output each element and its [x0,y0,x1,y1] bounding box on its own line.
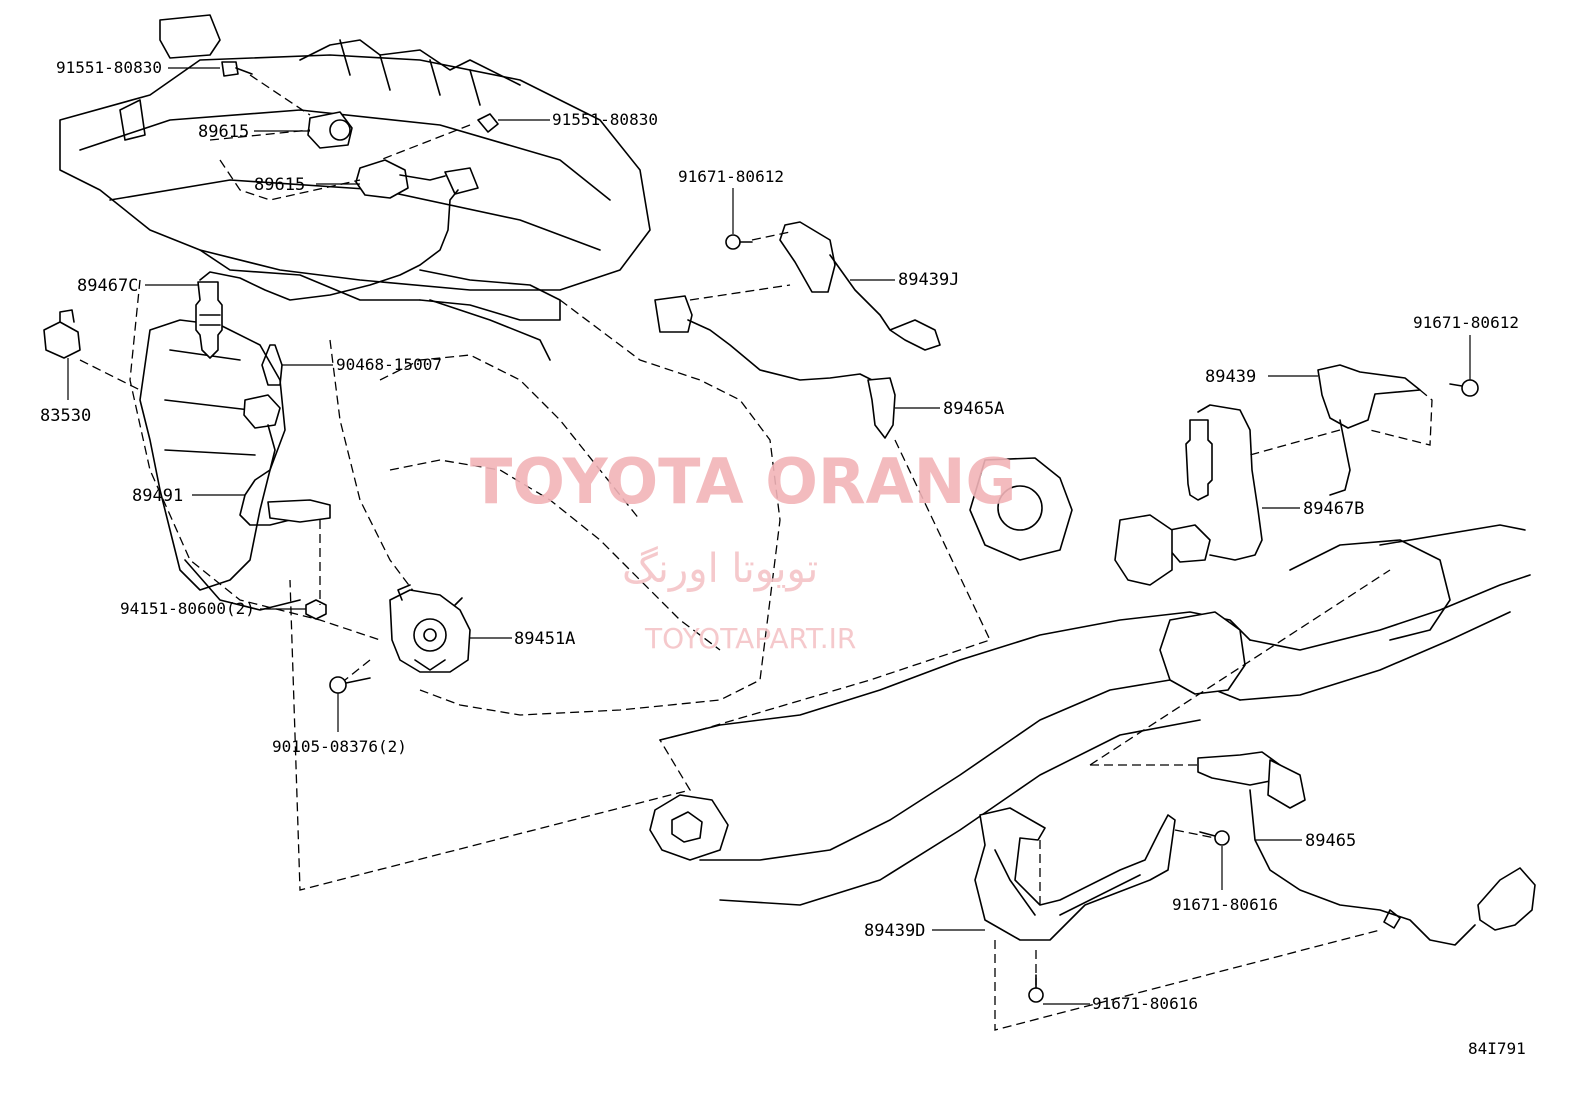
part-label-89465: 89465 [1305,831,1356,851]
part-label-83530: 83530 [40,406,91,426]
knock-sensor-89615-upper [307,111,353,149]
part-label-89439: 89439 [1205,367,1256,387]
diagram-code: 84I791 [1468,1039,1526,1058]
watermark-url: TOYOTAPART.IR [644,622,856,655]
part-label-90105-08376: 90105-08376(2) [272,737,407,756]
bracket-89439 [1317,364,1421,496]
engine-assembly-drawing [59,14,781,716]
part-label-91671-80616-upper: 91671-80616 [1172,895,1278,914]
oil-pressure-switch-83530 [43,309,81,359]
part-label-89439J: 89439J [898,270,959,290]
watermark: TOYOTA ORANG تویوتا اورنگ TOYOTAPART.IR [470,445,1016,655]
exhaust-flange-right [969,457,1173,586]
part-label-89491: 89491 [132,486,183,506]
part-label-91671-80616-lower: 91671-80616 [1092,994,1198,1013]
bracket-89439D [974,807,1176,941]
part-label-89615-upper: 89615 [198,122,249,142]
part-label-94151-80600: 94151-80600(2) [120,599,255,618]
neutral-start-switch-89451A [389,584,471,673]
part-label-89465A: 89465A [943,399,1004,419]
part-label-89439D: 89439D [864,921,925,941]
bolt-91671-80616-upper [1199,830,1230,846]
bolt-91551-80830-right [477,113,499,133]
part-label-89467C: 89467C [77,276,138,296]
alignment-lines [79,74,1433,1031]
knock-sensor-89615-lower [355,159,446,199]
exhaust-pipe [649,524,1531,906]
part-label-91671-80612-upper: 91671-80612 [678,167,784,186]
oxygen-sensor-89465 [1197,751,1536,946]
part-label-89615-lower: 89615 [254,175,305,195]
connector-engine-harness [199,167,479,301]
bolt-91551-80830-upper [221,61,253,77]
watermark-brand-fa: تویوتا اورنگ [622,546,818,592]
part-label-89451A: 89451A [514,629,575,649]
oxygen-sensor-89467C [195,281,223,359]
clamp-90468-15007 [261,344,283,386]
part-label-91551-80830-upper: 91551-80830 [56,58,162,77]
part-label-89467B: 89467B [1303,499,1364,519]
bolt-91671-80612-right [1449,379,1479,397]
bolt-91671-80612-upper [725,234,753,250]
nut-94151-80600 [305,599,327,620]
leader-lines [67,67,1471,1005]
part-label-91671-80612-right: 91671-80612 [1413,313,1519,332]
bracket-89439J [779,221,941,351]
bolt-90105-08376 [329,676,371,694]
oxygen-sensor-89465A [654,295,896,439]
oxygen-sensor-89467B [1167,404,1263,563]
part-labels: 91551-80830 91551-80830 89615 89615 9167… [40,58,1526,1058]
part-label-90468-15007: 90468-15007 [336,355,442,374]
speed-sensor-89491 [239,394,331,526]
watermark-brand: TOYOTA ORANG [470,445,1016,518]
part-label-91551-80830-right: 91551-80830 [552,110,658,129]
